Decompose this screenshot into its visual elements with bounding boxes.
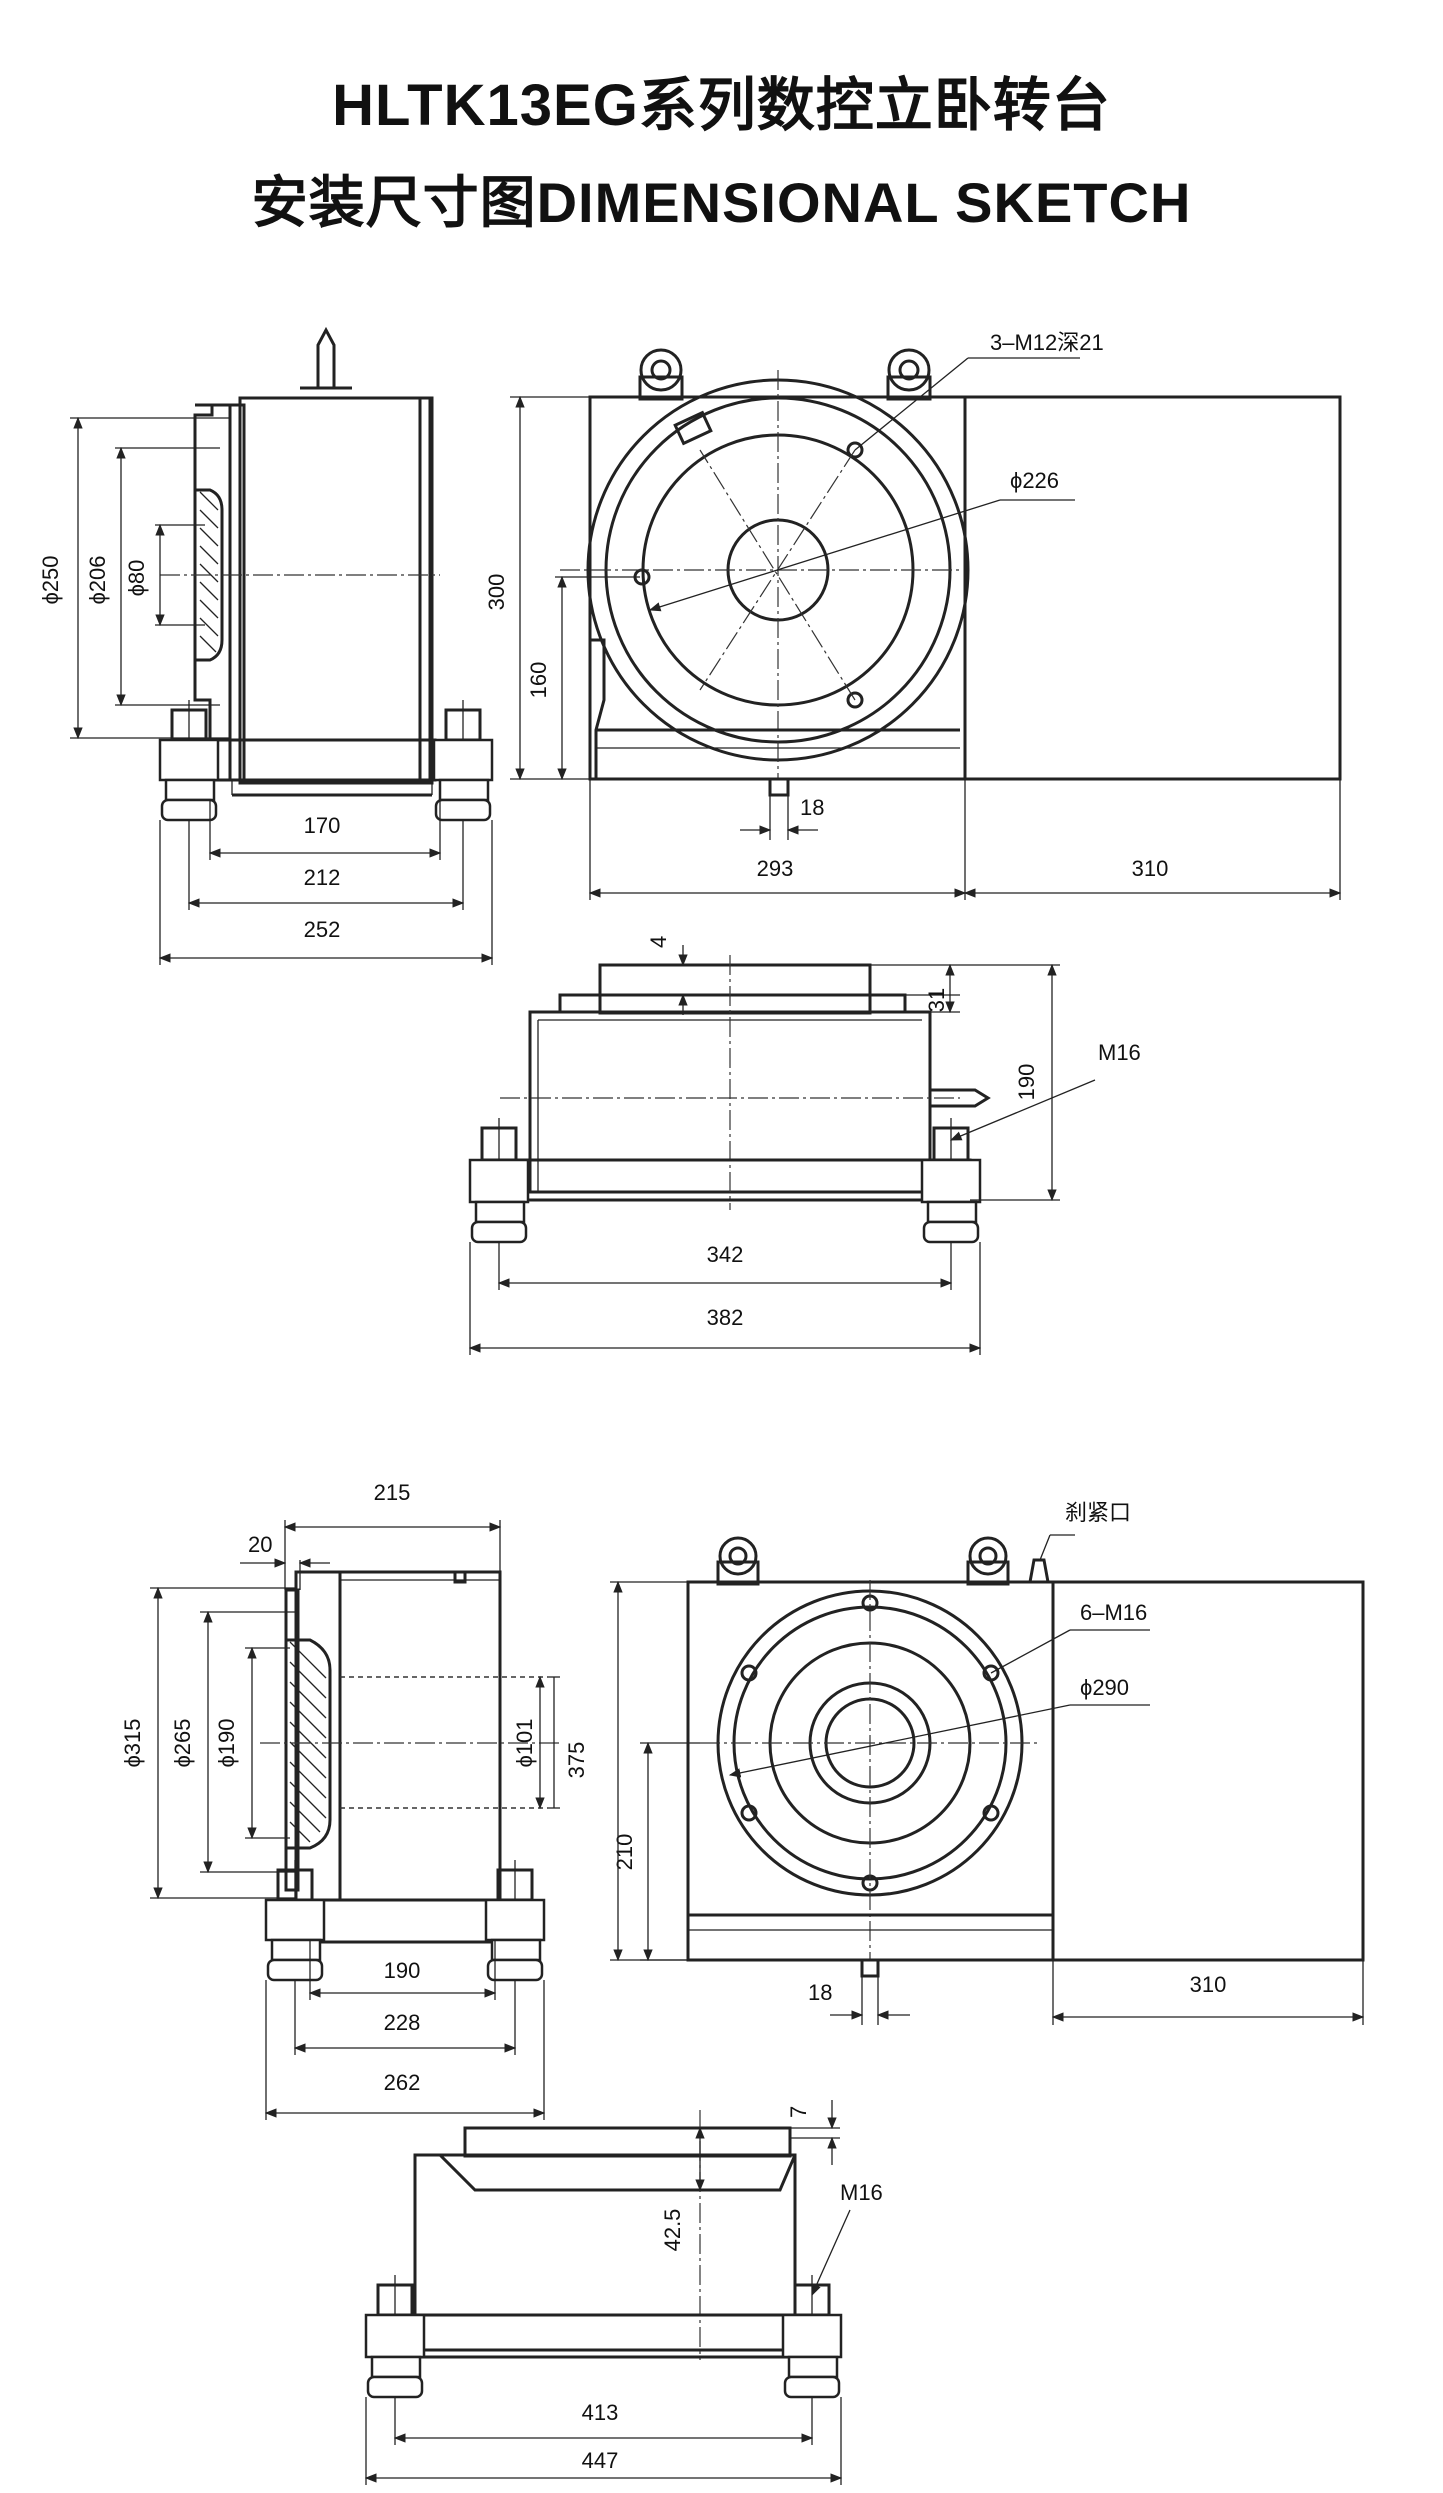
- dim-215: 215: [374, 1480, 411, 1505]
- dim-310-upper: 310: [1132, 856, 1169, 881]
- dim-dia-265: ϕ265: [170, 1718, 195, 1767]
- dim-20: 20: [248, 1532, 272, 1557]
- dim-42-5: 42.5: [660, 2209, 685, 2252]
- dim-31: 31: [924, 988, 949, 1012]
- dim-252: 252: [304, 917, 341, 942]
- dim-7: 7: [786, 2106, 811, 2118]
- lower-top-view: 7 42.5 M16 413 447: [364, 2100, 883, 2485]
- dim-342: 342: [707, 1242, 744, 1267]
- label-dia-290: ϕ290: [1080, 1675, 1129, 1700]
- dim-dia-80: ϕ80: [124, 560, 149, 597]
- dim-160: 160: [526, 662, 551, 699]
- label-6-m16: 6–M16: [1080, 1600, 1147, 1625]
- upper-top-view: 4 31 190 M16 342 382: [468, 936, 1141, 1355]
- dim-dia-315: ϕ315: [120, 1718, 145, 1767]
- dim-382: 382: [707, 1305, 744, 1330]
- dim-413: 413: [582, 2400, 619, 2425]
- dim-190-lower: 190: [384, 1958, 421, 1983]
- upper-side-view: ϕ250 ϕ206 ϕ80 170 212 252: [38, 326, 494, 965]
- label-m16-lower: M16: [840, 2180, 883, 2205]
- dim-dia-250: ϕ250: [38, 555, 63, 604]
- lower-front-view: 刹紧口 6–M16 ϕ290 210: [610, 1500, 1365, 2025]
- label-brake-port: 刹紧口: [1065, 1500, 1131, 1525]
- dim-dia-206: ϕ206: [85, 555, 110, 604]
- dim-slot-18: 18: [800, 795, 824, 820]
- upper-front-view: 3–M12深21 ϕ226 300 160 18 293 310: [484, 330, 1342, 900]
- label-m16-upper: M16: [1098, 1040, 1141, 1065]
- dim-228: 228: [384, 2010, 421, 2035]
- dim-447: 447: [582, 2448, 619, 2473]
- dim-210: 210: [612, 1834, 637, 1871]
- dim-300: 300: [484, 574, 509, 611]
- dim-293: 293: [757, 856, 794, 881]
- dim-dia-101: ϕ101: [512, 1718, 537, 1767]
- label-3-m12: 3–M12深21: [990, 330, 1104, 355]
- dim-375: 375: [564, 1742, 589, 1779]
- drawing-subtitle: 安装尺寸图DIMENSIONAL SKETCH: [251, 171, 1192, 234]
- dim-4: 4: [646, 936, 671, 948]
- lower-side-view: 215 20 ϕ315 ϕ265 ϕ190 ϕ101 375 190 228: [120, 1480, 589, 2120]
- dim-170: 170: [304, 813, 341, 838]
- dim-212: 212: [304, 865, 341, 890]
- dim-190-upper: 190: [1014, 1064, 1039, 1101]
- dim-262: 262: [384, 2070, 421, 2095]
- dim-slot-18-lower: 18: [808, 1980, 832, 2005]
- label-dia-226: ϕ226: [1010, 468, 1059, 493]
- dim-dia-190: ϕ190: [214, 1718, 239, 1767]
- drawing-title: HLTK13EG系列数控立卧转台: [332, 73, 1111, 138]
- dim-310-lower: 310: [1190, 1972, 1227, 1997]
